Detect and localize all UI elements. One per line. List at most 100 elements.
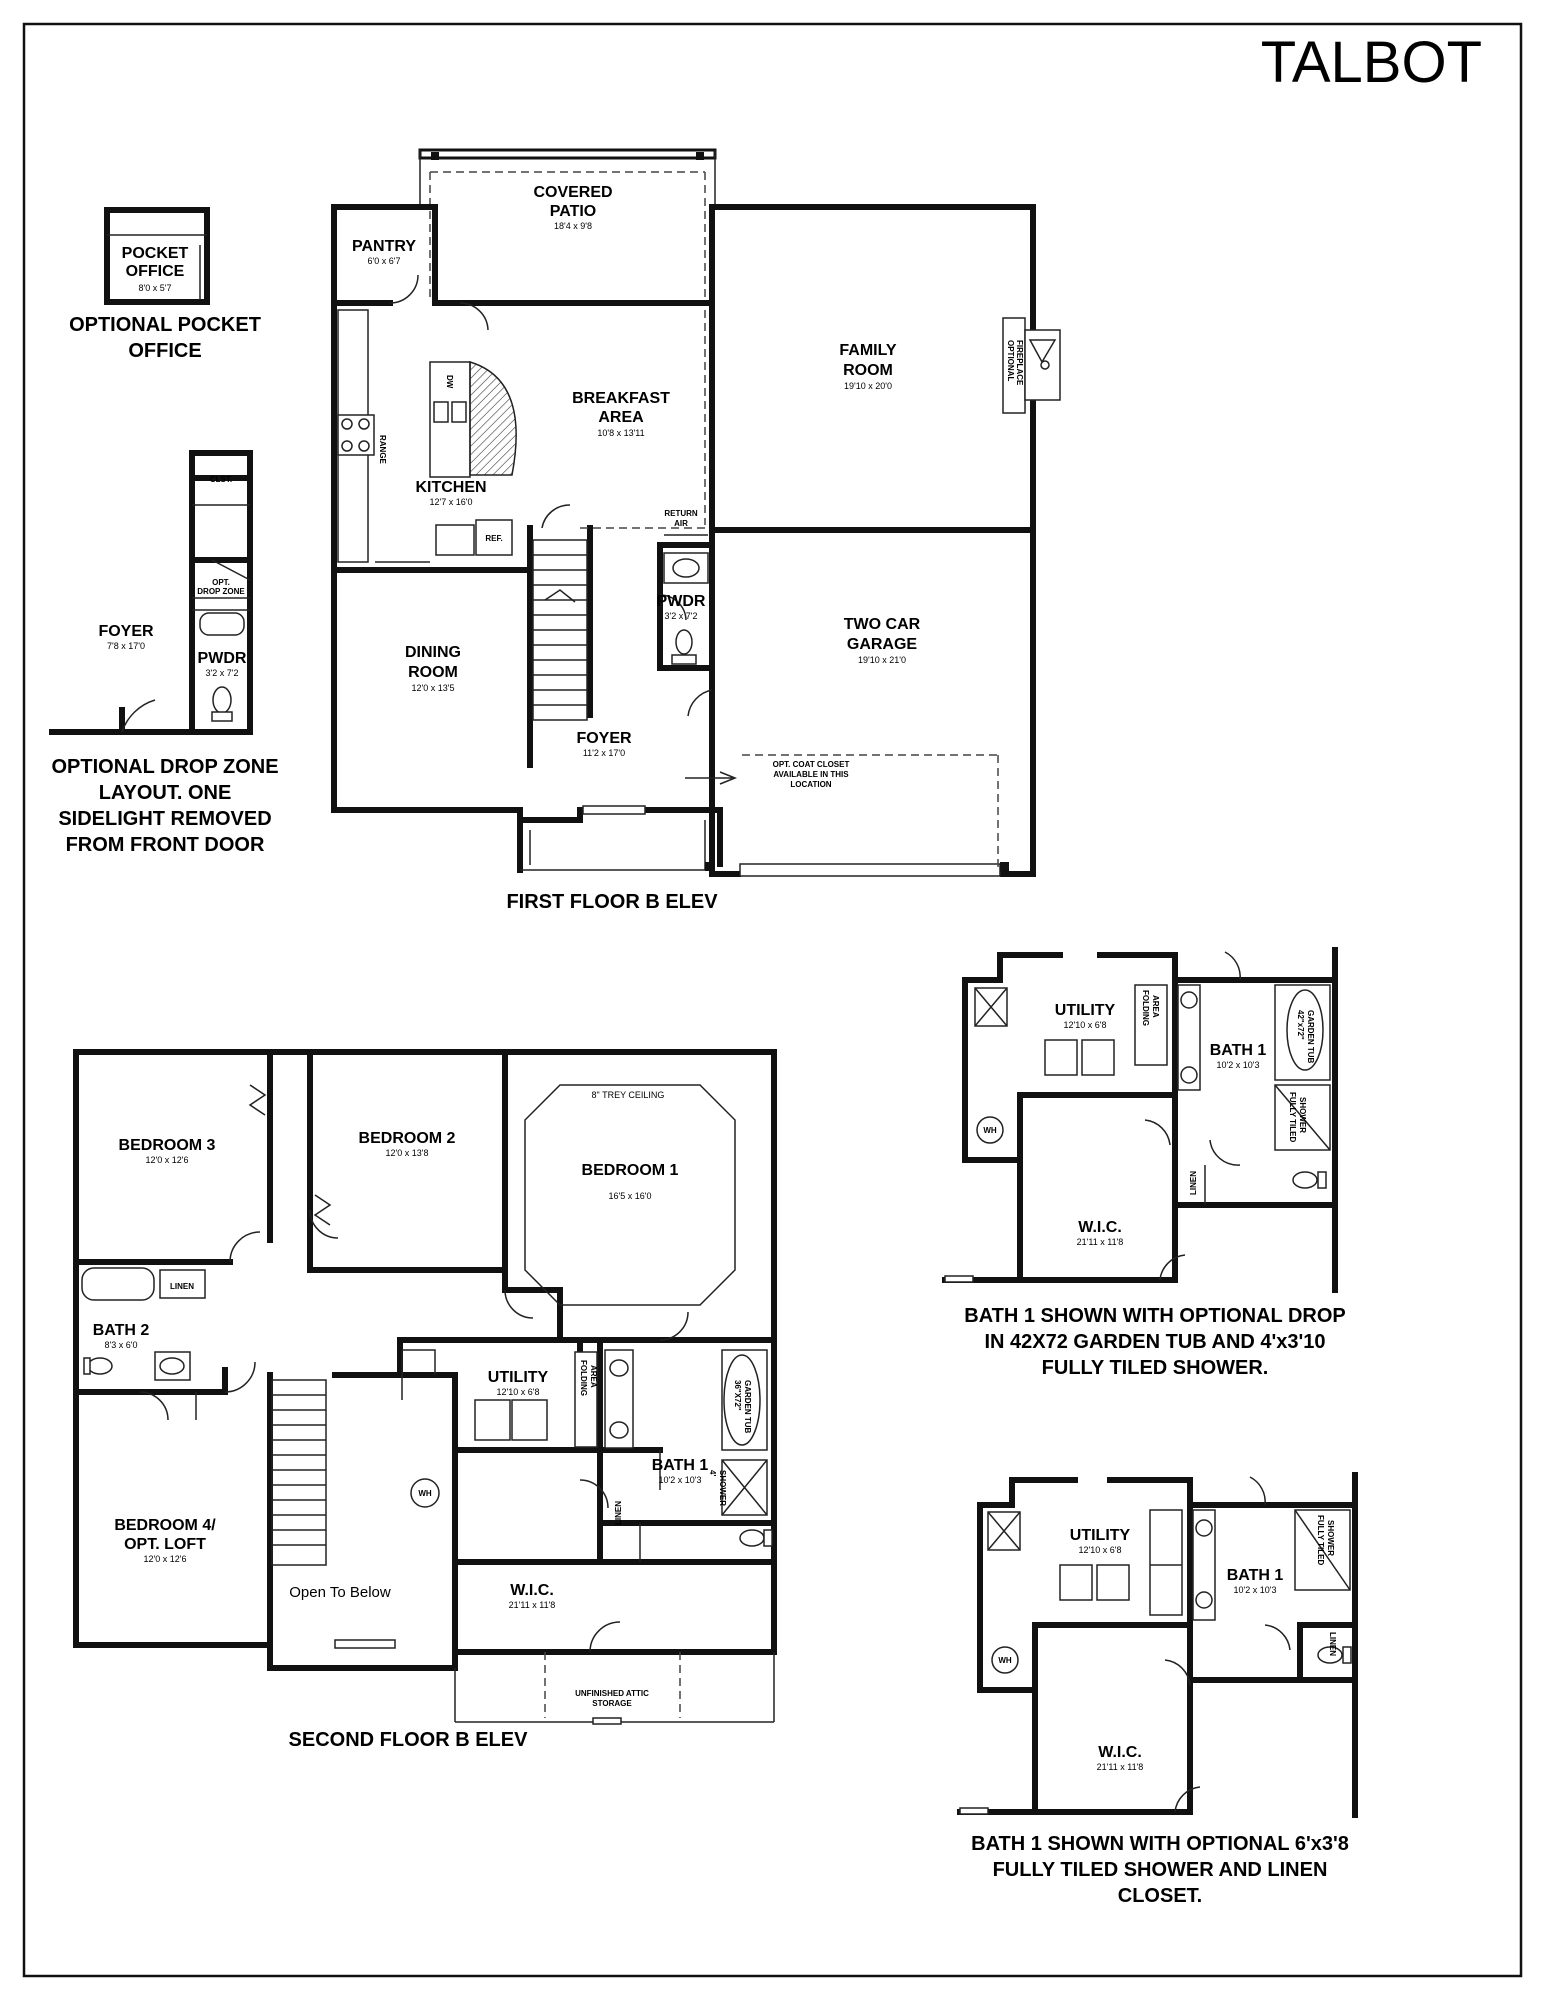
- drop-zone-plan: CLST. OPT. DROP ZONE FOYER 7'8 x 17'0 PW…: [49, 450, 253, 735]
- sf-bedroom4-name-1: BEDROOM 4/: [114, 1517, 216, 1534]
- second-floor-plan: [73, 1049, 777, 1725]
- ff-dining-name-1: DINING: [405, 644, 461, 661]
- drop-zone-foyer-size: 7'8 x 17'0: [107, 641, 145, 651]
- second-floor-stair-treads: [272, 1394, 326, 1546]
- caption-bath-opt2-2: FULLY TILED SHOWER AND LINEN: [993, 1859, 1328, 1881]
- ff-kitchen-name: KITCHEN: [415, 479, 486, 496]
- opt1-bath1-name: BATH 1: [1210, 1042, 1267, 1059]
- ff-pwdr-size: 3'2 x 7'2: [665, 611, 698, 621]
- caption-bath-opt1-1: BATH 1 SHOWN WITH OPTIONAL DROP: [964, 1305, 1345, 1327]
- opt1-wh: WH: [983, 1126, 997, 1135]
- sf-folding-2: AREA: [589, 1365, 598, 1388]
- sf-open-below: Open To Below: [289, 1584, 391, 1601]
- sf-bath1-size: 10'2 x 10'3: [659, 1475, 702, 1485]
- ff-garage-name-2: GARAGE: [847, 636, 918, 653]
- opt2-utility-name: UTILITY: [1070, 1527, 1131, 1544]
- sf-utility-size: 12'10 x 6'8: [497, 1387, 540, 1397]
- ff-coat-closet-2: AVAILABLE IN THIS: [773, 770, 849, 779]
- ff-family-name-2: ROOM: [843, 362, 893, 379]
- caption-bath-opt1-3: FULLY TILED SHOWER.: [1042, 1357, 1269, 1379]
- ff-fireplace-2: FIREPLACE: [1015, 340, 1024, 386]
- sf-bedroom1-name: BEDROOM 1: [582, 1162, 679, 1179]
- opt2-wh: WH: [998, 1656, 1012, 1665]
- ff-garage-name-1: TWO CAR: [844, 616, 921, 633]
- opt2-tiled-shower-1: FULLY TILED: [1316, 1515, 1325, 1565]
- drop-zone-pwdr-size: 3'2 x 7'2: [206, 668, 239, 678]
- pocket-office-plan: POCKET OFFICE 8'0 x 5'7: [104, 207, 210, 305]
- opt1-utility-size: 12'10 x 6'8: [1064, 1020, 1107, 1030]
- ff-breakfast-name-2: AREA: [598, 409, 644, 426]
- opt1-garden-tub-1: 42"x72": [1296, 1010, 1305, 1040]
- sf-bedroom4-size: 12'0 x 12'6: [144, 1554, 187, 1564]
- opt1-tiled-shower-1: FULLY TILED: [1288, 1092, 1297, 1142]
- caption-bath-opt2-3: CLOSET.: [1118, 1885, 1202, 1907]
- opt1-bath1-size: 10'2 x 10'3: [1217, 1060, 1260, 1070]
- sf-wic-size: 21'11 x 11'8: [509, 1600, 556, 1610]
- plan-title: TALBOT: [1261, 30, 1482, 95]
- opt1-garden-tub-2: GARDEN TUB: [1306, 1010, 1315, 1064]
- opt1-wic-size: 21'11 x 11'8: [1077, 1237, 1124, 1247]
- opt2-bath1-size: 10'2 x 10'3: [1234, 1585, 1277, 1595]
- caption-pocket-office-1: OPTIONAL POCKET: [69, 314, 261, 336]
- ff-family-name-1: FAMILY: [839, 342, 897, 359]
- caption-drop-zone-4: FROM FRONT DOOR: [66, 834, 265, 856]
- sf-bath2-name: BATH 2: [93, 1322, 150, 1339]
- ff-patio-size: 18'4 x 9'8: [554, 221, 592, 231]
- ff-breakfast-size: 10'8 x 13'11: [597, 428, 644, 438]
- ff-foyer-name: FOYER: [576, 730, 632, 747]
- sf-linen2: LINEN: [614, 1501, 623, 1525]
- sf-bedroom4-name-2: OPT. LOFT: [124, 1536, 206, 1553]
- first-floor-plan: [331, 148, 1061, 877]
- opt1-folding-2: AREA: [1151, 995, 1160, 1018]
- ff-pantry-name: PANTRY: [352, 238, 416, 255]
- caption-bath-opt2-1: BATH 1 SHOWN WITH OPTIONAL 6'x3'8: [971, 1833, 1349, 1855]
- sf-attic-2: STORAGE: [592, 1699, 632, 1708]
- sf-bedroom3-size: 12'0 x 12'6: [146, 1155, 189, 1165]
- sf-wh: WH: [418, 1489, 432, 1498]
- drop-zone-label-2: DROP ZONE: [197, 587, 245, 596]
- sf-garden-tub-2: GARDEN TUB: [743, 1380, 752, 1434]
- ff-breakfast-name-1: BREAKFAST: [572, 390, 670, 407]
- caption-bath-opt1-2: IN 42X72 GARDEN TUB AND 4'x3'10: [984, 1331, 1325, 1353]
- ff-patio-name-1: COVERED: [533, 184, 612, 201]
- ff-return-air-2: AIR: [674, 519, 688, 528]
- opt1-folding-1: FOLDING: [1141, 990, 1150, 1026]
- sf-shower-1: 4': [708, 1470, 717, 1476]
- bath-option-2-plan: [957, 1472, 1358, 1818]
- ff-fireplace-1: OPTIONAL: [1006, 340, 1015, 381]
- opt2-utility-size: 12'10 x 6'8: [1079, 1545, 1122, 1555]
- ff-patio-name-2: PATIO: [550, 203, 597, 220]
- sf-bedroom1-size: 16'5 x 16'0: [609, 1191, 652, 1201]
- opt2-wic-name: W.I.C.: [1098, 1744, 1142, 1761]
- caption-pocket-office-2: OFFICE: [128, 340, 201, 362]
- pocket-office-name-2: OFFICE: [126, 263, 185, 280]
- sheet-border: [22, 22, 1523, 1978]
- opt1-linen: LINEN: [1189, 1171, 1198, 1195]
- sf-shower-2: SHOWER: [718, 1470, 727, 1506]
- opt1-utility-name: UTILITY: [1055, 1002, 1116, 1019]
- sf-trey-ceiling: 8" TREY CEILING: [592, 1090, 665, 1100]
- sf-folding-1: FOLDING: [579, 1360, 588, 1396]
- opt2-tiled-shower-2: SHOWER: [1326, 1520, 1335, 1556]
- ff-dining-name-2: ROOM: [408, 664, 458, 681]
- opt1-wic-name: W.I.C.: [1078, 1219, 1122, 1236]
- opt1-tiled-shower-2: SHOWER: [1298, 1097, 1307, 1133]
- ff-dw: DW: [445, 375, 454, 389]
- first-floor-stair-treads: [533, 554, 587, 706]
- ff-pwdr-name: PWDR: [657, 593, 706, 610]
- ff-coat-closet-1: OPT. COAT CLOSET: [773, 760, 850, 769]
- ff-pantry-size: 6'0 x 6'7: [368, 256, 401, 266]
- drop-zone-clst: CLST.: [210, 475, 232, 484]
- ff-coat-closet-3: LOCATION: [790, 780, 831, 789]
- caption-drop-zone-3: SIDELIGHT REMOVED: [58, 808, 271, 830]
- drop-zone-pwdr-name: PWDR: [198, 650, 247, 667]
- sf-attic-1: UNFINISHED ATTIC: [575, 1689, 649, 1698]
- sf-bedroom2-size: 12'0 x 13'8: [386, 1148, 429, 1158]
- sf-bath2-size: 8'3 x 6'0: [105, 1340, 138, 1350]
- opt2-wic-size: 21'11 x 11'8: [1097, 1762, 1144, 1772]
- sf-bedroom2-name: BEDROOM 2: [359, 1130, 456, 1147]
- sf-utility-name: UTILITY: [488, 1369, 549, 1386]
- caption-second-floor: SECOND FLOOR B ELEV: [289, 1729, 529, 1751]
- ff-foyer-size: 11'2 x 17'0: [583, 748, 625, 758]
- opt2-bath1-name: BATH 1: [1227, 1567, 1284, 1584]
